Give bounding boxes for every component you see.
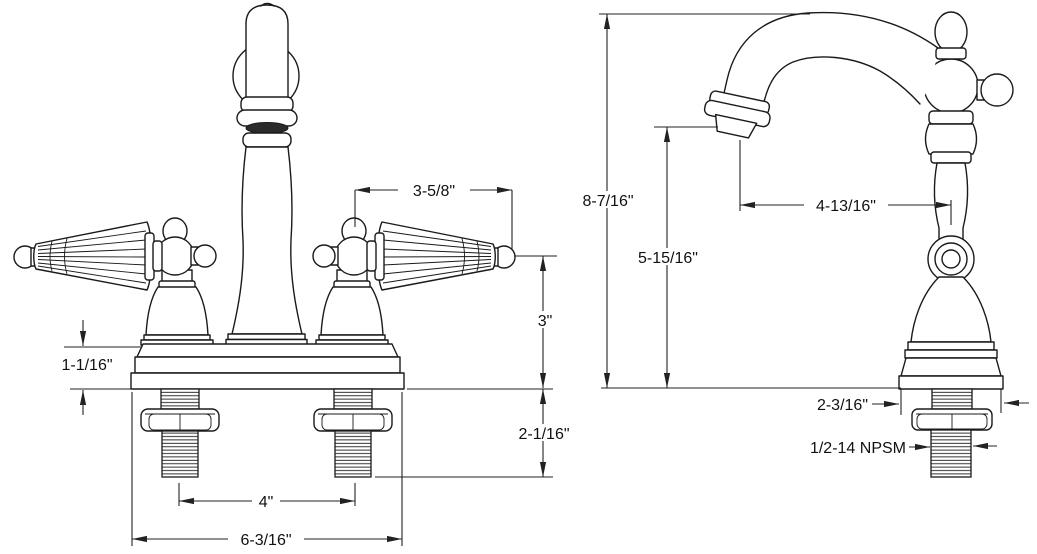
dimension-deck-thickness: 1-1/16" xyxy=(61,320,142,415)
dimension-base-depth: 2-3/16" xyxy=(817,389,1029,415)
dim-label-thread-size: 1/2-14 NPSM xyxy=(810,440,906,457)
dimension-hole-centers: 4" xyxy=(178,483,356,511)
dimension-overall-height: 8-7/16" xyxy=(570,13,901,389)
dim-label-base-depth: 2-3/16" xyxy=(817,397,868,414)
dimension-shank-length: 2-1/16" xyxy=(375,388,579,478)
spout-top-edge xyxy=(721,11,939,103)
front-spout-column xyxy=(225,2,308,346)
dim-label-deck-thickness: 1-1/16" xyxy=(61,357,112,374)
side-top-finial xyxy=(934,11,968,53)
shank-right xyxy=(313,388,393,478)
deck-plate xyxy=(130,343,405,390)
dim-label-spout-reach: 4-13/16" xyxy=(816,198,876,215)
dimension-handle-length: 3-5/8" xyxy=(354,181,513,249)
side-column xyxy=(898,110,1004,390)
aerator-outlet xyxy=(245,122,289,134)
handle-side-ball xyxy=(193,244,217,268)
side-base-plate xyxy=(898,375,1004,390)
spout-bottom-edge xyxy=(761,56,921,113)
dim-label-handle-height: 3" xyxy=(538,313,553,330)
dim-label-spout-height: 5-15/16" xyxy=(638,250,698,267)
side-handle-ball xyxy=(980,73,1014,107)
front-view-faucet xyxy=(13,2,516,478)
side-view-faucet xyxy=(703,11,1014,478)
dim-label-base-width: 6-3/16" xyxy=(240,532,291,549)
handle-right xyxy=(312,217,516,346)
spout-outlet xyxy=(703,90,771,139)
side-shank xyxy=(911,388,993,478)
dimension-spout-reach: 4-13/16" xyxy=(739,140,952,225)
shank-left xyxy=(140,388,220,478)
dim-label-overall-height: 8-7/16" xyxy=(582,193,633,210)
crystal-lever xyxy=(33,221,153,291)
dim-label-shank-length: 2-1/16" xyxy=(518,426,569,443)
dimension-thread-size: 1/2-14 NPSM xyxy=(810,440,997,457)
handle-left xyxy=(13,217,217,346)
dimension-base-width: 6-3/16" xyxy=(131,392,403,549)
dim-label-hole-centers: 4" xyxy=(259,494,274,511)
dimension-handle-height: 3" xyxy=(515,255,557,388)
dim-label-handle-length: 3-5/8" xyxy=(413,183,455,200)
dimension-spout-height: 5-15/16" xyxy=(626,126,718,388)
spout-fill xyxy=(722,12,938,112)
